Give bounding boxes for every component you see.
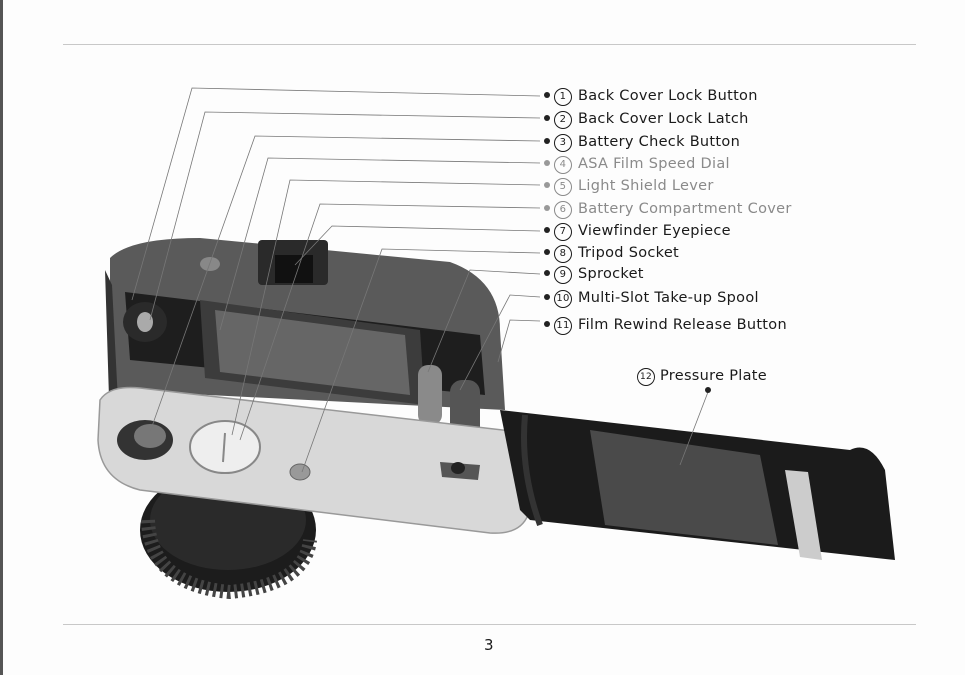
callout-label: Sprocket [578, 266, 644, 282]
callout-sprocket: 9 Sprocket [544, 264, 644, 284]
callout-battery-compartment-cover: 6 Battery Compartment Cover [544, 199, 792, 219]
callout-number: 5 [554, 178, 572, 196]
callout-label: Back Cover Lock Latch [578, 111, 749, 127]
callout-label: Back Cover Lock Button [578, 88, 758, 104]
callout-battery-check-button: 3 Battery Check Button [544, 132, 740, 152]
callout-multi-slot-take-up-spool: 10 Multi-Slot Take-up Spool [544, 288, 759, 308]
callout-label: Tripod Socket [578, 245, 679, 261]
page-number: 3 [484, 636, 494, 654]
callout-number: 8 [554, 245, 572, 263]
callout-number: 7 [554, 223, 572, 241]
callout-number: 2 [554, 111, 572, 129]
callout-dot [544, 270, 550, 276]
callout-label: Viewfinder Eyepiece [578, 223, 731, 239]
callout-dot [544, 249, 550, 255]
callout-film-rewind-release-button: 11 Film Rewind Release Button [544, 315, 787, 335]
callout-number: 11 [554, 317, 572, 335]
callout-viewfinder-eyepiece: 7 Viewfinder Eyepiece [544, 221, 731, 241]
callout-number: 1 [554, 88, 572, 106]
callout-number: 10 [554, 290, 572, 308]
callout-number: 3 [554, 134, 572, 152]
callout-label: Pressure Plate [660, 368, 767, 384]
callout-label: Multi-Slot Take-up Spool [578, 290, 759, 306]
callout-label: Battery Check Button [578, 134, 740, 150]
callout-dot [544, 138, 550, 144]
callout-label: Film Rewind Release Button [578, 317, 787, 333]
back-cover [500, 410, 895, 560]
callout-number: 6 [554, 201, 572, 219]
callout-label: ASA Film Speed Dial [578, 156, 730, 172]
callout-asa-film-speed-dial: 4 ASA Film Speed Dial [544, 154, 730, 174]
callout-number: 9 [554, 266, 572, 284]
callout-dot [544, 182, 550, 188]
callout-number: 4 [554, 156, 572, 174]
callout-dot [544, 115, 550, 121]
callout-tripod-socket: 8 Tripod Socket [544, 243, 679, 263]
callout-back-cover-lock-latch: 2 Back Cover Lock Latch [544, 109, 749, 129]
callout-dot [544, 294, 550, 300]
callout-dot [544, 321, 550, 327]
callout-light-shield-lever: 5 Light Shield Lever [544, 176, 714, 196]
callout-dot [544, 160, 550, 166]
callout-label: Battery Compartment Cover [578, 201, 792, 217]
callout-number: 12 [637, 368, 655, 386]
callout-dot [544, 92, 550, 98]
callout-back-cover-lock-button: 1 Back Cover Lock Button [544, 86, 758, 106]
callout-pressure-plate: 12 Pressure Plate [637, 368, 767, 386]
callout-label: Light Shield Lever [578, 178, 714, 194]
callout-dot [544, 227, 550, 233]
camera-body [98, 238, 541, 533]
callout-dot [544, 205, 550, 211]
